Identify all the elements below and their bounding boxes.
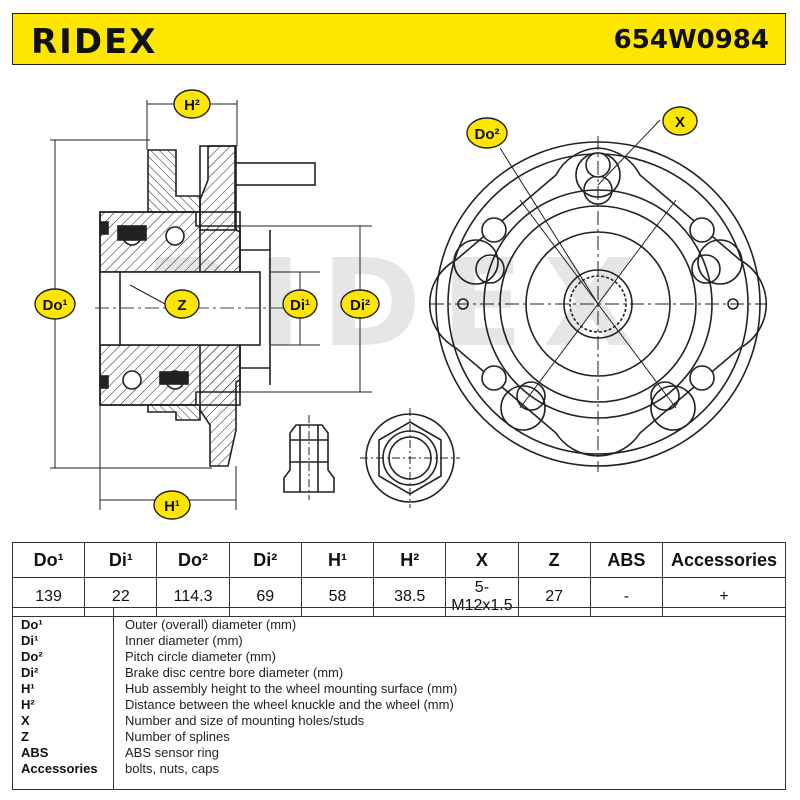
specs-value-cell: 27 <box>517 577 591 617</box>
legend-row: Do² Pitch circle diameter (mm) <box>13 649 787 665</box>
specs-value-cell: + <box>662 577 786 617</box>
legend-desc: Number and size of mounting holes/studs <box>125 713 365 728</box>
legend-abbr: X <box>21 713 30 728</box>
legend-desc: Number of splines <box>125 729 230 744</box>
flange-nut-front <box>360 408 460 508</box>
legend-abbr: H¹ <box>21 681 35 696</box>
specs-table: Do¹ Di¹ Do² Di² H¹ H² X Z ABS Accessorie… <box>11 542 786 617</box>
legend-divider <box>113 608 114 789</box>
legend-desc: Inner diameter (mm) <box>125 633 243 648</box>
label-h2: H² <box>173 89 211 119</box>
specs-header-cell: Do² <box>156 542 230 578</box>
specs-header-cell: ABS <box>589 542 664 578</box>
legend-row: X Number and size of mounting holes/stud… <box>13 713 787 729</box>
legend-abbr: Di² <box>21 665 39 680</box>
legend-row: Di¹ Inner diameter (mm) <box>13 633 787 649</box>
legend-desc: Hub assembly height to the wheel mountin… <box>125 681 458 696</box>
specs-value-row: 139 22 114.3 69 58 38.5 5-M12x1.5 27 - + <box>11 577 786 617</box>
specs-header-cell: H¹ <box>300 542 375 578</box>
legend-abbr: Z <box>21 729 29 744</box>
label-z: Z <box>164 289 200 319</box>
svg-text:Z: Z <box>177 297 186 314</box>
technical-drawing: RIDEX <box>34 89 767 520</box>
specs-value-cell: 5-M12x1.5 <box>445 577 519 617</box>
flange-nut-side <box>283 415 335 500</box>
brand-logo: RIDEX <box>31 22 158 62</box>
label-do1: Do¹ <box>34 288 76 320</box>
legend-box: Do¹ Outer (overall) diameter (mm) Di¹ In… <box>12 607 786 790</box>
legend-abbr: Do² <box>21 649 43 664</box>
legend-abbr: H² <box>21 697 35 712</box>
svg-text:X: X <box>675 114 685 131</box>
legend-abbr: Do¹ <box>21 617 43 632</box>
label-di2: Di² <box>340 289 380 319</box>
legend-desc: Outer (overall) diameter (mm) <box>125 617 297 632</box>
legend-row: Do¹ Outer (overall) diameter (mm) <box>13 617 787 633</box>
legend-row: Di² Brake disc centre bore diameter (mm) <box>13 665 787 681</box>
legend-abbr: Di¹ <box>21 633 39 648</box>
svg-text:H²: H² <box>184 97 200 114</box>
svg-text:Di²: Di² <box>350 297 370 314</box>
specs-header-cell: Z <box>517 542 591 578</box>
legend-desc: Distance between the wheel knuckle and t… <box>125 697 454 712</box>
specs-value-cell: 139 <box>11 577 86 617</box>
specs-header-cell: Di² <box>228 542 302 578</box>
header-bar: RIDEX 654W0984 <box>12 13 786 65</box>
specs-value-cell: 69 <box>228 577 302 617</box>
specs-header-cell: H² <box>373 542 447 578</box>
label-do2: Do² <box>466 117 508 149</box>
specs-header-cell: Di¹ <box>84 542 158 578</box>
legend-desc: ABS sensor ring <box>125 745 219 760</box>
legend-desc: Pitch circle diameter (mm) <box>125 649 276 664</box>
label-x: X <box>662 106 698 136</box>
legend-abbr: Accessories <box>21 761 98 776</box>
legend-row: ABS ABS sensor ring <box>13 745 787 761</box>
specs-header-cell: Accessories <box>662 542 786 578</box>
stud-holes <box>453 152 743 431</box>
legend-abbr: ABS <box>21 745 49 760</box>
specs-value-cell: 58 <box>300 577 375 617</box>
legend-row: H² Distance between the wheel knuckle an… <box>13 697 787 713</box>
legend-row: Z Number of splines <box>13 729 787 745</box>
label-h1: H¹ <box>153 490 191 520</box>
svg-text:Do¹: Do¹ <box>43 297 68 314</box>
specs-value-cell: 38.5 <box>373 577 447 617</box>
legend-desc: Brake disc centre bore diameter (mm) <box>125 665 344 680</box>
svg-text:Di¹: Di¹ <box>290 297 310 314</box>
specs-header-cell: X <box>445 542 519 578</box>
hub-front-view <box>429 119 767 472</box>
label-di1: Di¹ <box>282 289 318 319</box>
specs-value-cell: - <box>589 577 664 617</box>
specs-header-row: Do¹ Di¹ Do² Di² H¹ H² X Z ABS Accessorie… <box>11 542 786 578</box>
specs-header-cell: Do¹ <box>11 542 86 578</box>
specs-value-cell: 114.3 <box>156 577 230 617</box>
legend-row: H¹ Hub assembly height to the wheel moun… <box>13 681 787 697</box>
legend-row: Accessories bolts, nuts, caps <box>13 761 787 777</box>
svg-text:Do²: Do² <box>475 126 500 143</box>
part-number: 654W0984 <box>613 25 769 55</box>
specs-value-cell: 22 <box>84 577 158 617</box>
svg-text:H¹: H¹ <box>164 498 180 515</box>
legend-desc: bolts, nuts, caps <box>125 761 219 776</box>
